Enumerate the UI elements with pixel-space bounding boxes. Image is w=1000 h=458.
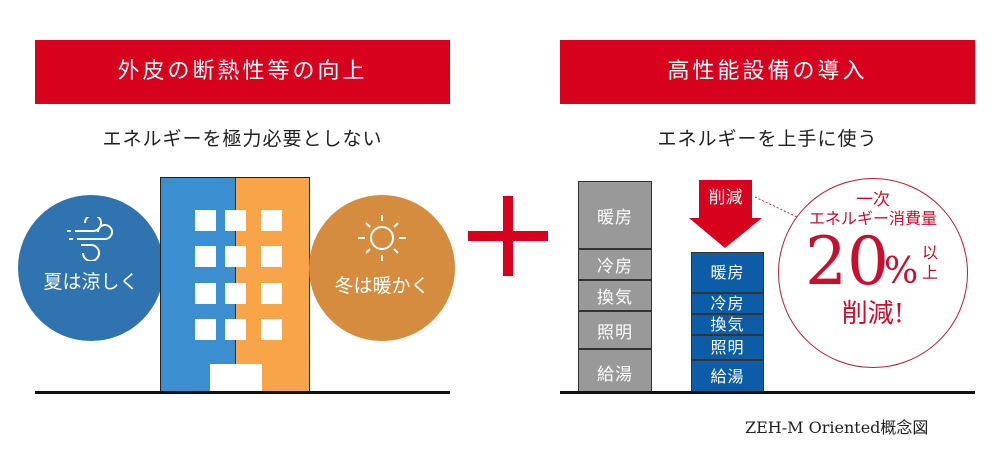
before-heating: 暖房 (579, 182, 651, 250)
window (261, 283, 282, 304)
entrance (210, 364, 262, 391)
right-banner-title: 高性能設備の導入 (560, 40, 975, 104)
right-subtitle: エネルギーを上手に使う (657, 128, 878, 150)
window (261, 210, 282, 231)
summer-label: 夏は涼しく (43, 271, 139, 293)
callout-line4: 削減! (841, 299, 905, 329)
callout-percent: % (884, 251, 919, 292)
left-banner-title: 外皮の断熱性等の向上 (35, 40, 450, 104)
before-lighting: 照明 (579, 312, 651, 350)
after-lighting: 照明 (692, 336, 763, 361)
summer-circle: 夏は涼しく (18, 195, 164, 341)
reduction-arrow: 削減 (689, 180, 762, 250)
window (225, 319, 246, 340)
after-cooling: 冷房 (692, 294, 763, 315)
sun-icon (358, 215, 406, 261)
after-ventilation: 換気 (692, 315, 763, 336)
callout-line2: エネルギー消費量 (808, 209, 937, 228)
window (261, 319, 282, 340)
wind-icon (67, 214, 113, 262)
callout-qualifier-bottom: 上 (922, 263, 939, 282)
after-heating: 暖房 (692, 253, 763, 294)
reduction-arrow-label: 削減 (699, 180, 752, 218)
window (225, 210, 246, 231)
window (195, 319, 216, 340)
plus-icon (468, 196, 548, 276)
left-subtitle: エネルギーを極力必要としない (102, 128, 383, 150)
window (195, 283, 216, 304)
window (225, 246, 246, 267)
caption: ZEH-M Oriented概念図 (745, 418, 929, 437)
callout-big-value: 20 (805, 223, 889, 300)
callout-line1: 一次 (856, 190, 890, 210)
building (160, 177, 310, 392)
after-energy-stack: 暖房 冷房 換気 照明 給湯 (691, 252, 764, 392)
winter-label: 冬は暖かく (334, 275, 430, 297)
window (195, 210, 216, 231)
window (261, 246, 282, 267)
before-hot-water: 給湯 (579, 350, 651, 394)
callout-qualifier-top: 以 (922, 243, 939, 262)
reduction-callout-circle: 一次 エネルギー消費量 20 % 以 上 削減! (778, 178, 968, 368)
window (225, 283, 246, 304)
winter-circle: 冬は暖かく (309, 195, 455, 341)
after-hot-water: 給湯 (692, 361, 763, 392)
left-ground-line (35, 391, 450, 394)
before-energy-stack: 暖房 冷房 換気 照明 給湯 (578, 181, 652, 394)
window (195, 246, 216, 267)
before-cooling: 冷房 (579, 250, 651, 281)
right-ground-line (560, 391, 975, 394)
before-ventilation: 換気 (579, 281, 651, 312)
